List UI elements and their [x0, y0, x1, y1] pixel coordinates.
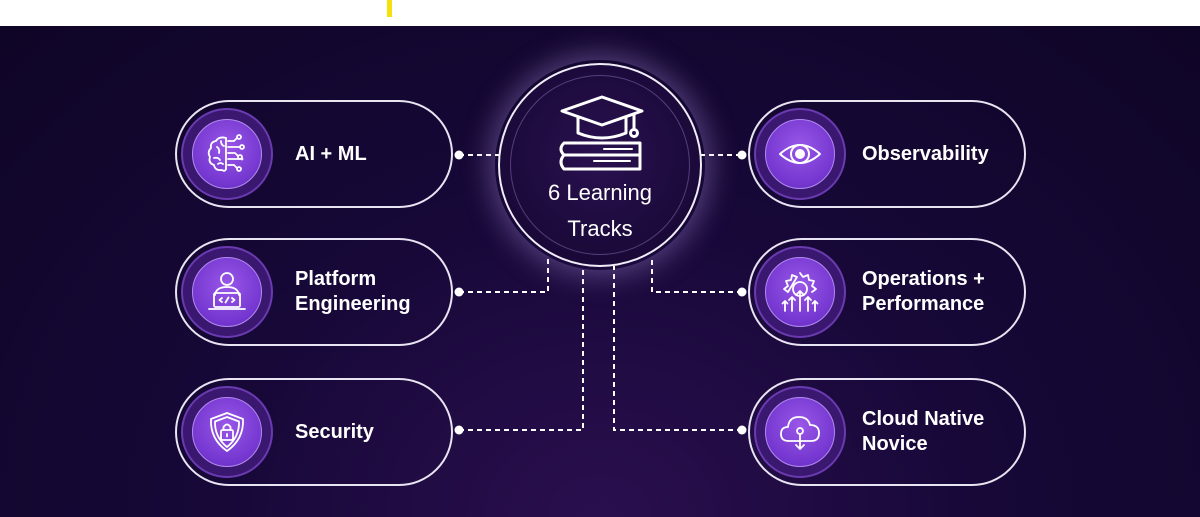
connector-dot [737, 287, 747, 297]
hub-title: 6 Learning Tracks [500, 175, 700, 247]
track-cloud-native-novice[interactable]: Cloud Native Novice [748, 378, 1026, 486]
top-strip [0, 0, 1200, 26]
connector-security [459, 266, 584, 431]
hub-inner-ring [510, 75, 690, 255]
eye-icon [779, 144, 821, 164]
connector-operations [651, 256, 742, 293]
ai-brain-icon [207, 134, 245, 172]
connector-dot [737, 425, 747, 435]
icon-ring [181, 108, 273, 200]
connector-dot [454, 150, 464, 160]
developer-laptop-icon [208, 272, 246, 310]
connector-cloud-native [613, 266, 742, 431]
hub-title-line2: Tracks [567, 216, 633, 241]
shield-lock-icon [210, 412, 244, 452]
hub-title-line1: 6 Learning [548, 180, 652, 205]
icon-ring [754, 246, 846, 338]
track-platform-engineering[interactable]: Platform Engineering [175, 238, 453, 346]
hub-circle: 6 Learning Tracks [498, 63, 702, 267]
icon-ring [181, 246, 273, 338]
icon-ring [754, 386, 846, 478]
track-security[interactable]: Security [175, 378, 453, 486]
connector-dot [454, 425, 464, 435]
track-label: Observability [862, 142, 989, 165]
track-label: Operations + Performance [862, 268, 985, 315]
cloud-download-icon [780, 416, 820, 450]
track-operations-performance[interactable]: Operations + Performance [748, 238, 1026, 346]
track-label: AI + ML [295, 142, 367, 165]
track-label: Platform Engineering [295, 268, 411, 315]
highlight-mark [387, 0, 392, 17]
track-label: Security [295, 420, 374, 443]
gear-arrows-icon [781, 272, 819, 312]
track-label: Cloud Native Novice [862, 408, 985, 455]
track-ai-ml[interactable]: AI + ML [175, 100, 453, 208]
graduation-cap-books-icon [559, 95, 644, 171]
connector-dot [454, 287, 464, 297]
icon-ring [181, 386, 273, 478]
track-observability[interactable]: Observability [748, 100, 1026, 208]
connector-dot [737, 150, 747, 160]
connector-platform [459, 256, 549, 293]
icon-ring [754, 108, 846, 200]
